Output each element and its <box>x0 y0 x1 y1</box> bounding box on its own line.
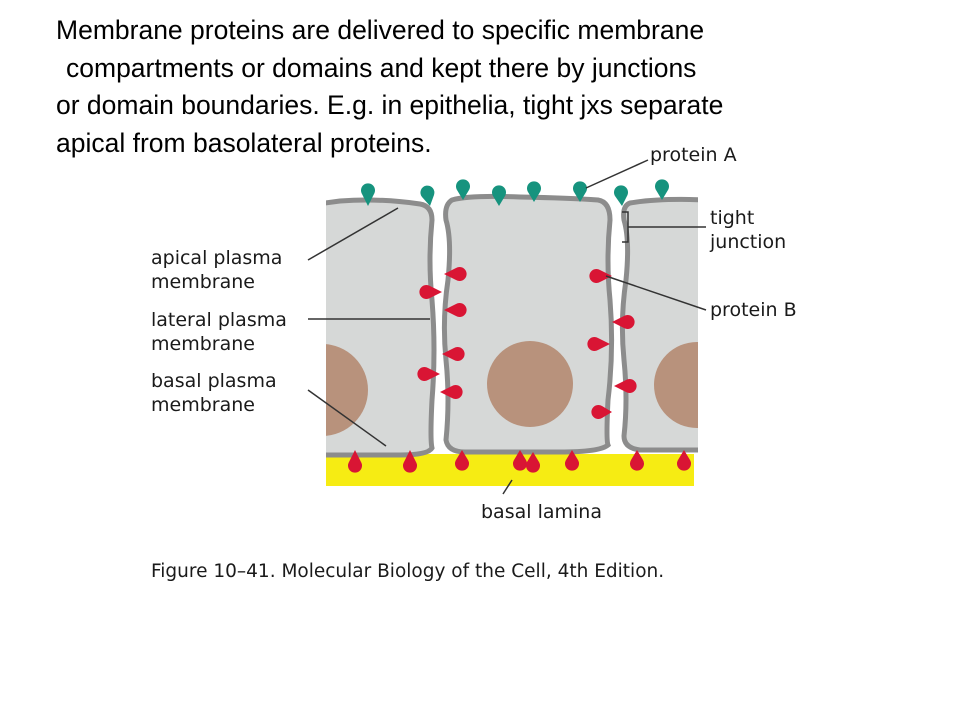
figure-caption: Figure 10–41. Molecular Biology of the C… <box>151 561 664 582</box>
left-nucleus <box>326 344 368 436</box>
intro-line-3: or domain boundaries. E.g. in epithelia,… <box>56 90 724 120</box>
protein-b-icon <box>614 379 637 393</box>
protein-a-icon <box>614 185 629 206</box>
leader-protein-b-1 <box>605 275 707 311</box>
label-apical-1: apical plasma <box>151 247 282 269</box>
leader-basal <box>307 389 387 447</box>
protein-a-group <box>361 179 669 206</box>
protein-b-icon <box>403 450 417 473</box>
intro-line-2: compartments or domains and kept there b… <box>66 52 697 83</box>
label-tight-junction-1: tight <box>710 207 754 229</box>
label-apical-2: membrane <box>151 271 255 293</box>
protein-b-icon <box>513 450 527 471</box>
protein-a-icon <box>492 185 506 206</box>
protein-b-icon <box>419 284 442 299</box>
protein-b-icon <box>444 303 467 318</box>
label-protein-b: protein B <box>710 299 797 321</box>
protein-b-icon <box>440 385 463 400</box>
protein-b-icon <box>565 450 579 471</box>
protein-b-icon <box>591 405 612 419</box>
label-basal-1: basal plasma <box>151 370 277 392</box>
label-basal-lamina: basal lamina <box>481 501 602 523</box>
protein-b-icon <box>589 269 612 283</box>
label-basal-2: membrane <box>151 394 255 416</box>
middle-nucleus <box>487 341 573 427</box>
protein-b-icon <box>526 452 540 473</box>
protein-b-icon <box>417 367 440 381</box>
protein-b-icon <box>612 314 635 329</box>
protein-a-icon <box>655 179 669 200</box>
protein-b-icon <box>630 450 644 471</box>
protein-a-icon <box>527 181 541 202</box>
intro-line-1: Membrane proteins are delivered to speci… <box>56 15 705 45</box>
label-lateral-2: membrane <box>151 333 255 355</box>
protein-b-icon <box>454 450 469 471</box>
right-nucleus <box>654 342 698 428</box>
protein-a-icon <box>456 179 471 200</box>
label-lateral-1: lateral plasma <box>151 309 287 331</box>
label-protein-a: protein A <box>650 144 737 166</box>
protein-b-icon <box>348 450 362 473</box>
protein-a-icon <box>573 181 587 202</box>
protein-a-icon <box>420 185 435 206</box>
intro-line-4: apical from basolateral proteins. <box>56 127 432 158</box>
leader-basal-lamina <box>502 479 513 495</box>
protein-b-group <box>348 267 692 473</box>
leader-protein-a <box>585 159 649 189</box>
label-tight-junction-2: junction <box>709 231 786 253</box>
protein-a-icon <box>361 183 376 206</box>
leader-lines <box>307 159 707 495</box>
intro-text: Membrane proteins are delivered to speci… <box>56 12 936 162</box>
protein-b-icon <box>444 267 467 282</box>
protein-b-icon <box>442 347 465 361</box>
protein-b-icon <box>677 450 692 471</box>
protein-b-icon <box>587 337 610 351</box>
leader-apical <box>307 207 399 261</box>
